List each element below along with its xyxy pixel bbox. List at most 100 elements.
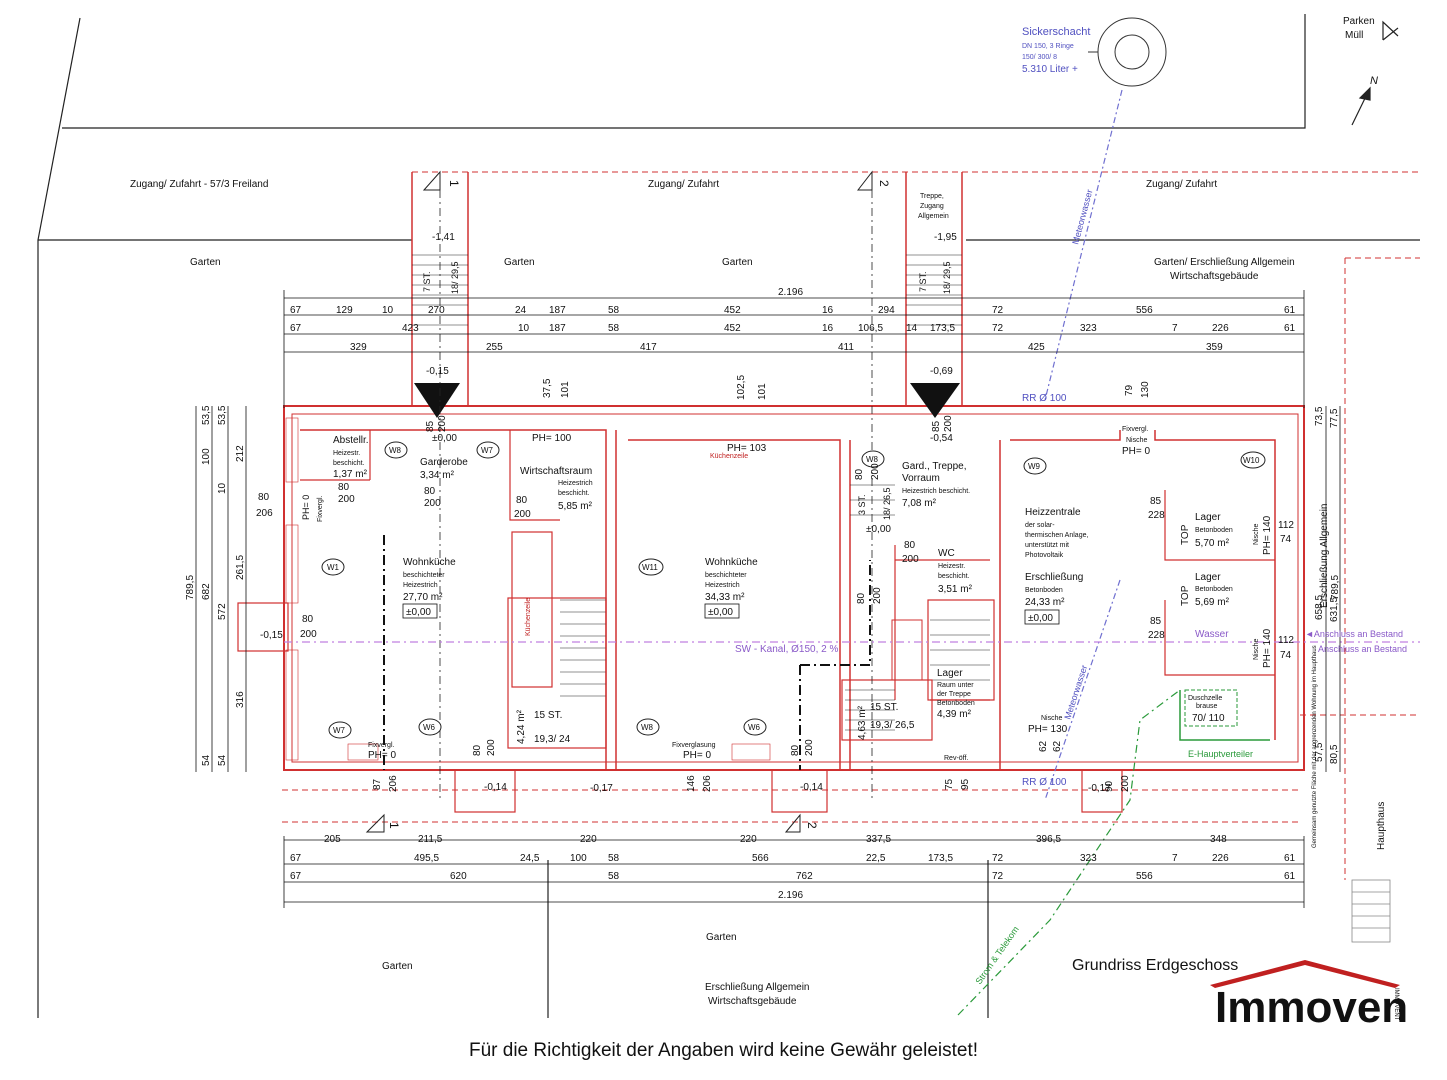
opening-dim: 206: [388, 775, 399, 792]
room-area: 34,33 m²: [705, 592, 745, 603]
sewer-label: SW - Kanal, Ø150, 2 %: [735, 644, 838, 655]
window-tag: W8: [641, 723, 654, 732]
dim: 58: [608, 305, 620, 316]
dim: 316: [235, 691, 246, 708]
dim: 452: [724, 323, 741, 334]
dim: 14: [906, 323, 918, 334]
access-label: Zugang/ Zufahrt: [648, 179, 719, 190]
access-label: Zugang/ Zufahrt: [1146, 179, 1217, 190]
stair-label: 3 ST.: [857, 494, 867, 515]
room-name: Lager: [1195, 512, 1221, 523]
dim: 58: [608, 871, 620, 882]
room-name: Wohnküche: [403, 557, 456, 568]
room-area: 1,37 m²: [333, 469, 368, 480]
opening-dim: 228: [1148, 510, 1165, 521]
room-note: Photovoltaik: [1025, 552, 1064, 559]
opening-dims: 85 200 80 200 80 200 37,5 101 102,5 101 …: [256, 375, 1294, 792]
dim: 10: [217, 482, 228, 494]
dim: 187: [549, 305, 566, 316]
opening-dim: 146: [686, 775, 697, 792]
dim: 7: [1172, 853, 1178, 864]
room-note: beschicht.: [938, 573, 970, 580]
room-level: ±0,00: [708, 607, 733, 618]
dim: 205: [324, 834, 341, 845]
dim: 411: [838, 342, 854, 353]
garden-label: Garten: [190, 257, 221, 268]
shower-dim: 70/ 110: [1192, 713, 1225, 724]
sickerschacht-spec: 150/ 300/ 8: [1022, 54, 1057, 61]
opening-dim: 79: [1124, 384, 1135, 396]
parapet-label: PH= 100: [532, 433, 572, 444]
opening-dim: 85: [1150, 496, 1162, 507]
level-mark: ±0,00: [432, 433, 457, 444]
niche-label: Nische: [1041, 715, 1063, 722]
room-name: Heizzentrale: [1025, 507, 1081, 518]
room-note: der solar-: [1025, 522, 1055, 529]
room-note: Betonboden: [937, 700, 975, 707]
main-house-label: Haupthaus: [1376, 802, 1387, 850]
dim: 53,5: [217, 405, 228, 425]
parapet-label: PH= 103: [727, 443, 767, 454]
dim: 495,5: [414, 853, 439, 864]
opening-dim: 80: [904, 540, 916, 551]
room-area: 4,39 m²: [937, 709, 972, 720]
level-mark: -0,14: [484, 782, 507, 793]
disclaimer: Für die Richtigkeit der Angaben wird kei…: [468, 1040, 979, 1061]
dim: 16: [822, 305, 834, 316]
room-area: 3,34 m²: [420, 470, 455, 481]
opening-dim: 37,5: [542, 378, 553, 398]
sickerschacht-label: Sickerschacht: [1022, 26, 1090, 38]
shower-label: Duschzelle: [1188, 695, 1222, 702]
dim: 425: [1028, 342, 1045, 353]
dim: 80,5: [1329, 744, 1340, 764]
dim: 620: [450, 871, 467, 882]
dim: 323: [1080, 323, 1097, 334]
access-label: Zugang/ Zufahrt - 57/3 Freiland: [130, 179, 268, 190]
parapet-label: PH= 0: [683, 750, 712, 761]
shared-area-note: Gemeinsam genutzte Fläche mit der angren…: [1312, 645, 1318, 848]
opening-dim: 74: [1280, 534, 1292, 545]
room-note: thermischen Anlage,: [1025, 532, 1088, 539]
niche-label: Nische: [1253, 523, 1260, 545]
outbuilding-label: Wirtschaftsgebäude: [708, 996, 797, 1007]
parapet-label: PH= 130: [1028, 724, 1068, 735]
dims-top: 67 129 10 270 24 187 58 452 16 294 72 55…: [290, 287, 1296, 353]
opening-dim: 200: [437, 415, 448, 432]
dim: 57,5: [1314, 742, 1325, 762]
kitchen-label: Küchenzeile: [525, 598, 532, 636]
dim: 211,5: [418, 834, 443, 845]
opening-dim: 85: [1150, 616, 1162, 627]
fix-glazing-label: Fixverglasung: [672, 742, 716, 749]
room-name: Wirtschaftsraum: [520, 466, 592, 477]
opening-dim: 80: [516, 495, 528, 506]
room-area: 5,70 m²: [1195, 538, 1230, 549]
parken-label: Parken: [1343, 16, 1375, 27]
section-number: 1: [447, 180, 461, 187]
niche-label: Nische: [1253, 638, 1260, 660]
dim: 16: [822, 323, 834, 334]
opening-dim: 112: [1278, 520, 1294, 531]
fix-glazing-label: Fixvergl.: [317, 495, 324, 522]
level-mark: -0,15: [426, 366, 449, 377]
window-tag: W8: [866, 455, 879, 464]
room-name: Gard., Treppe,: [902, 461, 966, 472]
garden-label: Garten: [504, 257, 535, 268]
opening-dim: 101: [757, 383, 768, 400]
room-name: WC: [938, 548, 955, 559]
stair-label: 19,3/ 26,5: [870, 720, 915, 731]
stair-label: 18/ 29,5: [942, 261, 952, 294]
garden-label: Garten: [382, 961, 413, 972]
opening-dim: 228: [1148, 630, 1165, 641]
opening-dim: 200: [514, 509, 531, 520]
room-name: Wohnküche: [705, 557, 758, 568]
window-tag: W1: [327, 563, 340, 572]
room-area: 5,85 m²: [558, 501, 593, 512]
dim: 100: [570, 853, 587, 864]
window-tag: W8: [389, 446, 402, 455]
opening-dim: 85: [425, 420, 436, 432]
parapet-label: PH= 0: [368, 750, 397, 761]
dim: 54: [201, 754, 212, 766]
level-mark: ±0,00: [866, 524, 891, 535]
dim: 61: [1284, 305, 1296, 316]
dim: 682: [201, 583, 212, 600]
